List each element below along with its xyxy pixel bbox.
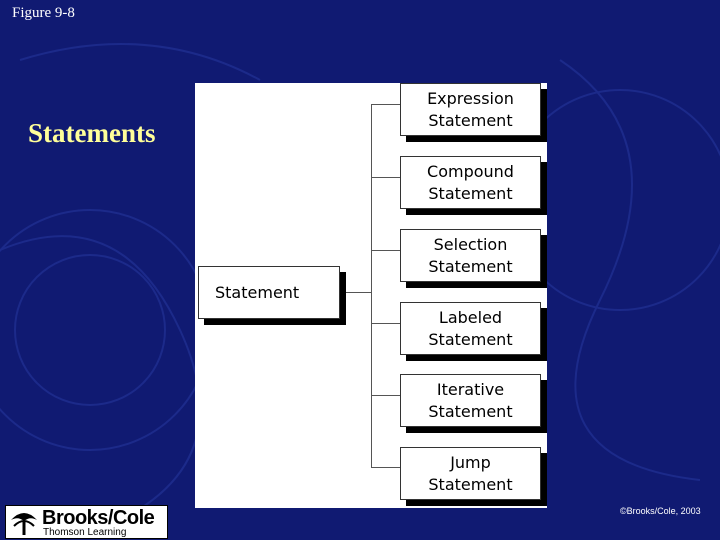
box-label-line1: Expression [427, 88, 514, 108]
copyright-text: ©Brooks/Cole, 2003 [620, 506, 701, 516]
root-connector [346, 292, 372, 293]
compound-statement-box: Compound Statement [400, 156, 541, 209]
jump-statement-box: Jump Statement [400, 447, 541, 500]
slide-title: Statements [28, 118, 156, 148]
tree-icon [8, 508, 40, 536]
box-label-line1: Selection [433, 234, 508, 254]
root-label: Statement [215, 282, 300, 302]
branch-connector [371, 395, 400, 396]
expression-statement-box: Expression Statement [400, 83, 541, 136]
box-label-line2: Statement [428, 183, 513, 203]
box-label-line2: Statement [428, 256, 513, 276]
logo-subtext: Thomson Learning [43, 527, 127, 538]
box-label-line2: Statement [428, 401, 513, 421]
branch-connector [371, 104, 400, 105]
vertical-connector [371, 104, 372, 467]
branch-connector [371, 467, 400, 468]
box-label-line2: Statement [428, 110, 513, 130]
figure-label: Figure 9-8 [12, 5, 75, 21]
selection-statement-box: Selection Statement [400, 229, 541, 282]
box-label-line1: Labeled [438, 307, 503, 327]
branch-connector [371, 177, 400, 178]
box-label-line2: Statement [428, 329, 513, 349]
box-label-line1: Iterative [436, 379, 505, 399]
branch-connector [371, 323, 400, 324]
labeled-statement-box: Labeled Statement [400, 302, 541, 355]
box-label-line1: Jump [450, 452, 491, 472]
branch-connector [371, 250, 400, 251]
brooks-cole-logo: Brooks/Cole Thomson Learning [5, 505, 168, 539]
box-label-line1: Compound [427, 161, 514, 181]
iterative-statement-box: Iterative Statement [400, 374, 541, 427]
box-label-line2: Statement [428, 474, 513, 494]
statement-root-box: Statement [198, 266, 340, 319]
logo-brand-text: Brooks/Cole [42, 507, 155, 529]
